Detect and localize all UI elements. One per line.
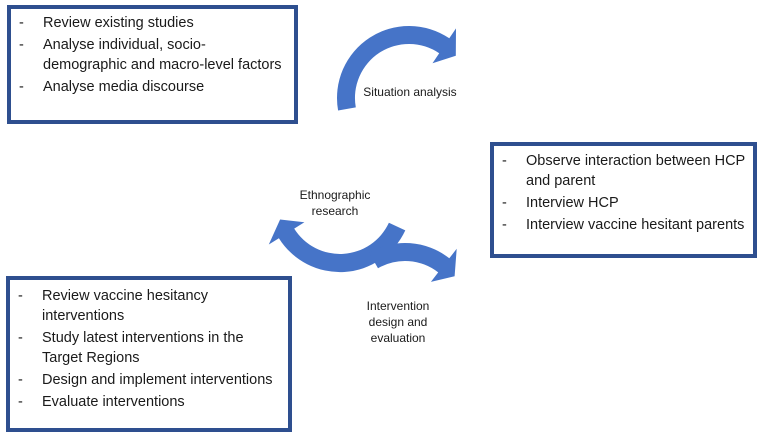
intervention-cycle-arrow	[369, 242, 457, 282]
stage-label-situation-analysis: Situation analysis	[363, 85, 457, 99]
task-item: Interview HCP	[500, 193, 745, 213]
stage-label-intervention-design: Intervention design and evaluation	[366, 299, 430, 345]
task-item: Analyse individual, socio-demographic an…	[17, 35, 286, 75]
task-item: Evaluate interventions	[16, 392, 280, 412]
task-item: Review existing studies	[17, 13, 286, 33]
intervention-tasks-box: Review vaccine hesitancy interventions S…	[6, 276, 292, 432]
ethnographic-research-tasks-box: Observe interaction between HCP and pare…	[490, 142, 757, 258]
task-item: Study latest interventions in the Target…	[16, 328, 280, 368]
task-item: Analyse media discourse	[17, 77, 286, 97]
cycle-arrows	[268, 25, 457, 282]
task-item: Review vaccine hesitancy interventions	[16, 286, 280, 326]
task-item: Interview vaccine hesitant parents	[500, 215, 745, 235]
situation-cycle-arrow	[337, 25, 456, 111]
situation-analysis-tasks-box: Review existing studies Analyse individu…	[7, 5, 298, 124]
ethnographic-cycle-arrow	[268, 219, 406, 273]
task-item: Observe interaction between HCP and pare…	[500, 151, 745, 191]
task-item: Design and implement interventions	[16, 370, 280, 390]
stage-label-ethnographic-research: Ethnographic research	[299, 188, 371, 218]
